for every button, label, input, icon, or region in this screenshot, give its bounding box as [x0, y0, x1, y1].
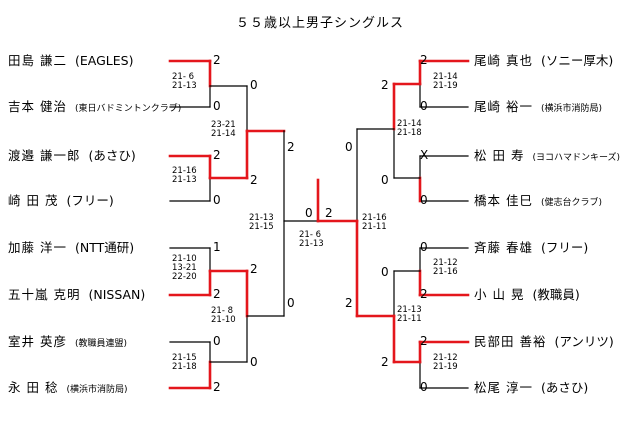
left-player: 吉本 健治 (東日バドミントンクラブ) — [8, 99, 181, 117]
left-player: 五十嵐 克明 (NISSAN) — [8, 287, 145, 303]
right-r1-score: 21-12 21-19 — [433, 353, 458, 372]
right-r1-score: 21-14 21-19 — [433, 72, 458, 91]
right-r1-result: 0 — [420, 240, 428, 254]
right-player: 民部田 善裕 (アンリツ) — [474, 334, 614, 350]
player-name: 尾崎 真也 — [474, 53, 533, 68]
right-r1-result: 0 — [420, 99, 428, 113]
left-r1-score: 21- 6 21-13 — [172, 72, 197, 91]
left-player: 崎 田 茂 (フリー) — [8, 193, 114, 209]
final-score: 21- 6 21-13 — [299, 230, 324, 249]
right-r1-score: 21-12 21-16 — [433, 258, 458, 277]
left-r2-result: 2 — [250, 262, 258, 276]
left-player: 渡邉 謙一郎 (あさひ) — [8, 148, 136, 164]
left-player: 永 田 稔 (横浜市消防局) — [8, 380, 127, 398]
left-player: 室井 英彦 (教職員連盟) — [8, 334, 127, 352]
player-name: 尾崎 裕一 — [474, 99, 533, 114]
player-club: (横浜市消防局) — [540, 104, 603, 114]
left-r1-result: 2 — [213, 380, 221, 394]
left-r1-result: 2 — [213, 148, 221, 162]
player-name: 田島 謙二 — [8, 53, 67, 68]
player-club: (フリー) — [66, 193, 114, 208]
right-r2-score: 21-14 21-18 — [397, 119, 422, 138]
player-name: 五十嵐 克明 — [8, 287, 81, 302]
left-r3-score: 21-13 21-15 — [249, 213, 274, 232]
player-club: (教職員連盟) — [74, 339, 128, 349]
right-player: 小 山 晃 (教職員) — [474, 287, 580, 303]
player-name: 室井 英彦 — [8, 334, 67, 349]
left-r1-result: 0 — [213, 99, 221, 113]
player-club: (アンリツ) — [554, 334, 614, 349]
right-r1-result: 2 — [420, 334, 428, 348]
right-r2-result: 2 — [381, 78, 389, 92]
left-r1-result: 0 — [213, 334, 221, 348]
left-r1-score: 21-10 13-21 22-20 — [172, 254, 197, 282]
player-club: (教職員) — [532, 287, 580, 302]
page-title: ５５歳以上男子シングルス — [235, 16, 404, 31]
player-club: (ソニー厚木) — [540, 53, 614, 68]
right-player: 尾崎 真也 (ソニー厚木) — [474, 53, 613, 69]
player-name: 渡邉 謙一郎 — [8, 148, 81, 163]
player-name: 民部田 善裕 — [474, 334, 547, 349]
right-r1-result: 0 — [420, 193, 428, 207]
player-name: 松 田 寿 — [474, 148, 525, 163]
player-name: 加藤 洋一 — [8, 240, 67, 255]
left-r2-score: 21- 8 21-10 — [211, 306, 236, 325]
right-r2-result: 2 — [381, 355, 389, 369]
right-r3-result: 0 — [345, 140, 353, 154]
left-r2-result: 0 — [250, 78, 258, 92]
right-player: 松尾 淳一 (あさひ) — [474, 380, 588, 396]
final-result-right: 2 — [325, 206, 333, 220]
left-r1-result: 2 — [213, 53, 221, 67]
player-club: (NTT通研) — [74, 240, 135, 255]
right-r1-result: 0 — [420, 380, 428, 394]
player-club: (あさひ) — [88, 148, 136, 163]
player-club: (健志台クラブ) — [540, 198, 603, 208]
right-player: 斉藤 春雄 (フリー) — [474, 240, 588, 256]
right-r1-result: 2 — [420, 53, 428, 67]
player-name: 斉藤 春雄 — [474, 240, 533, 255]
player-name: 橋本 佳巳 — [474, 193, 533, 208]
right-player: 松 田 寿 (ヨコハマドンキーズ) — [474, 148, 620, 166]
final-result-left: 0 — [305, 206, 313, 220]
left-r1-result: 0 — [213, 193, 221, 207]
left-r1-result: 2 — [213, 287, 221, 301]
player-club: (あさひ) — [540, 380, 589, 395]
player-name: 松尾 淳一 — [474, 380, 533, 395]
left-r1-result: 1 — [213, 240, 221, 254]
right-player: 橋本 佳巳 (健志台クラブ) — [474, 193, 602, 211]
player-name: 小 山 晃 — [474, 287, 525, 302]
left-player: 加藤 洋一 (NTT通研) — [8, 240, 134, 256]
right-r2-score: 21-13 21-11 — [397, 305, 422, 324]
player-name: 吉本 健治 — [8, 99, 67, 114]
player-club: (EAGLES) — [74, 53, 134, 68]
player-name: 崎 田 茂 — [8, 193, 59, 208]
left-r2-result: 2 — [250, 173, 258, 187]
player-club: (フリー) — [540, 240, 589, 255]
left-r2-score: 23-21 21-14 — [211, 120, 236, 139]
right-r3-result: 2 — [345, 296, 353, 310]
left-r3-result: 2 — [287, 140, 295, 154]
right-r3-score: 21-16 21-11 — [362, 213, 387, 232]
left-r2-result: 0 — [250, 355, 258, 369]
left-player: 田島 謙二 (EAGLES) — [8, 53, 133, 69]
player-name: 永 田 稔 — [8, 380, 59, 395]
right-r1-result: X — [420, 148, 429, 162]
player-club: (ヨコハマドンキーズ) — [532, 153, 621, 163]
right-r2-result: 0 — [381, 265, 389, 279]
right-player: 尾崎 裕一 (横浜市消防局) — [474, 99, 602, 117]
right-r2-result: 0 — [381, 173, 389, 187]
left-r1-score: 21-15 21-18 — [172, 353, 197, 372]
left-r1-score: 21-16 21-13 — [172, 166, 197, 185]
right-r1-result: 2 — [420, 287, 428, 301]
left-r3-result: 0 — [287, 296, 295, 310]
player-club: (横浜市消防局) — [66, 385, 128, 395]
player-club: (東日バドミントンクラブ) — [74, 104, 182, 114]
player-club: (NISSAN) — [88, 287, 146, 302]
